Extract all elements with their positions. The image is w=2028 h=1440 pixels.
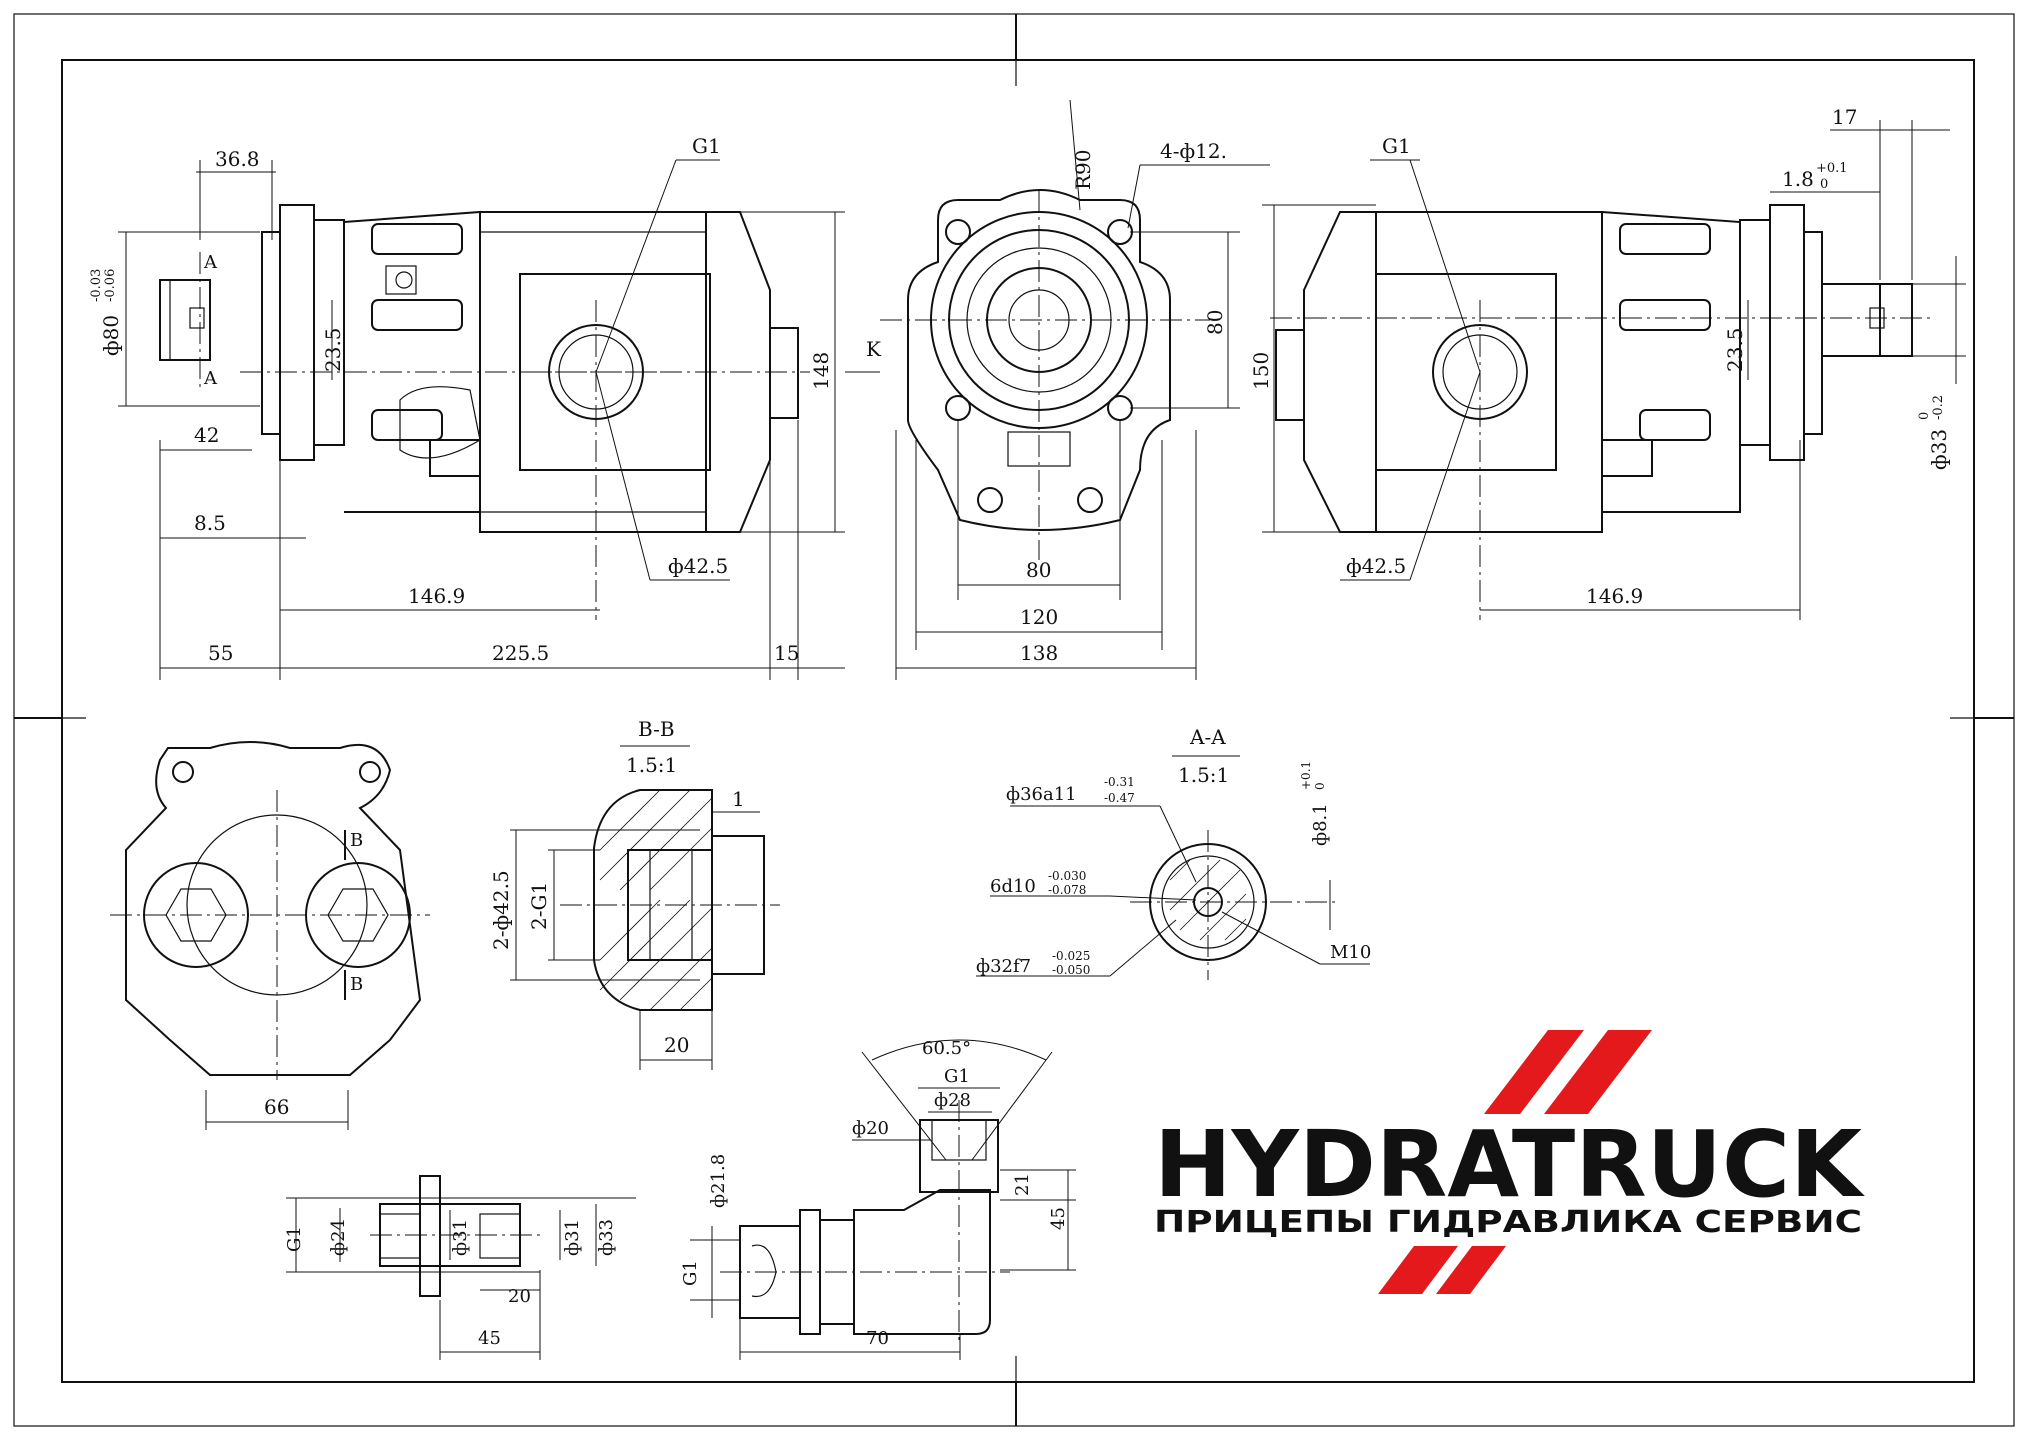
dim-2-phi42-5: 2-ф42.5 <box>489 870 513 950</box>
arrow-k-label: K <box>866 337 882 361</box>
dim-66: 66 <box>264 1095 289 1119</box>
dim-1-8-tol-lower: 0 <box>1820 177 1828 192</box>
dim-phi33-nipple: ф33 <box>596 1219 617 1256</box>
label-g1-right: G1 <box>1382 134 1411 158</box>
section-mark-b-bottom: B <box>350 974 363 995</box>
dim-80-vertical: 80 <box>1203 310 1227 335</box>
dim-36-8: 36.8 <box>215 147 260 171</box>
dim-15: 15 <box>774 641 799 665</box>
dim-148: 148 <box>809 352 833 390</box>
section-bb-scale: 1.5:1 <box>626 753 677 777</box>
dim-phi8-1: ф8.1 <box>1310 803 1331 846</box>
dim-45-elbow: 45 <box>1048 1207 1069 1230</box>
logo-stripe-top-1 <box>1484 1030 1584 1114</box>
dim-146-9-left: 146.9 <box>408 584 465 608</box>
brand-tagline: ПРИЦЕПЫ ГИДРАВЛИКА СЕРВИС <box>1154 1205 1862 1240</box>
section-bb-title: B-B <box>638 717 675 741</box>
dim-1-8-tol-upper: +0.1 <box>1816 161 1848 176</box>
dim-phi8-1-tol-upper: +0.1 <box>1299 761 1313 790</box>
dim-1-8: 1.8 <box>1782 167 1814 191</box>
nipple-fitting-view: G1 ф24 ф31 ф31 ф33 20 45 <box>284 1175 636 1360</box>
dim-phi31-b: ф31 <box>562 1219 583 1256</box>
dim-150: 150 <box>1249 352 1273 390</box>
dim-phi31-a: ф31 <box>450 1219 471 1256</box>
dim-phi20: ф20 <box>852 1118 889 1139</box>
dim-phi32-tol-upper: -0.025 <box>1052 949 1090 963</box>
dim-phi36-tol-upper: -0.31 <box>1104 775 1135 789</box>
section-aa-title: A-A <box>1189 725 1226 749</box>
dim-phi80-tol-lower: -0.06 <box>103 269 118 302</box>
dim-21: 21 <box>1012 1173 1033 1196</box>
dim-g1-nipple: G1 <box>284 1226 305 1252</box>
dim-42: 42 <box>194 423 219 447</box>
dim-2-g1: 2-G1 <box>527 882 551 930</box>
dim-6d10: 6d10 <box>990 876 1036 897</box>
dim-225-5: 225.5 <box>492 641 549 665</box>
dim-phi32f7: ф32f7 <box>976 956 1031 977</box>
dim-146-9-right: 146.9 <box>1586 584 1643 608</box>
dim-8-5: 8.5 <box>194 511 226 535</box>
dim-phi28: ф28 <box>934 1090 971 1111</box>
pump-side-view-left: 36.8 ф80 -0.03 -0.06 A A 23.5 42 8.5 146… <box>89 134 882 680</box>
dim-phi80: ф80 <box>99 315 123 356</box>
dim-4-phi12: 4-ф12. <box>1160 139 1227 163</box>
dim-23-5-right: 23.5 <box>1723 327 1747 372</box>
elbow-fitting-view: 60.5° G1 ф28 ф20 ф21.8 21 45 G1 70 <box>680 1038 1076 1360</box>
section-aa-view: A-A 1.5:1 ф36a11 -0.31 -0.47 6d10 -0.030… <box>976 725 1371 980</box>
dim-phi33: ф33 <box>1927 429 1951 470</box>
dim-phi42-5-left: ф42.5 <box>668 554 728 578</box>
dim-70: 70 <box>866 1328 889 1349</box>
dim-45-nipple: 45 <box>478 1328 501 1349</box>
pump-side-view-right: G1 17 1.8 +0.1 0 ф33 0 -0.2 23.5 150 ф42… <box>1249 105 1966 620</box>
section-mark-a-bottom: A <box>203 368 218 389</box>
dim-phi33-tol-upper: 0 <box>1917 412 1932 420</box>
label-g1-left: G1 <box>692 134 721 158</box>
logo-stripe-bottom-1 <box>1378 1246 1458 1294</box>
dim-phi36a11: ф36a11 <box>1006 784 1077 805</box>
dim-20-nipple: 20 <box>508 1286 531 1307</box>
section-mark-a-top: A <box>203 252 218 273</box>
dim-g1-elbow-top: G1 <box>944 1066 970 1087</box>
logo-stripe-bottom-2 <box>1436 1246 1506 1294</box>
dim-phi21-8: ф21.8 <box>708 1154 729 1208</box>
dim-60-5-deg: 60.5° <box>922 1038 971 1059</box>
dim-m10: M10 <box>1330 942 1371 963</box>
dim-17: 17 <box>1832 105 1857 129</box>
logo-stripe-top-2 <box>1544 1030 1652 1114</box>
hydratruck-logo: HYDRATRUCK ПРИЦЕПЫ ГИДРАВЛИКА СЕРВИС <box>1154 1030 1866 1294</box>
dim-1: 1 <box>732 787 745 811</box>
port-flange-view: B B 66 <box>110 741 430 1130</box>
brand-name: HYDRATRUCK <box>1154 1111 1866 1218</box>
dim-phi80-tol-upper: -0.03 <box>89 269 104 302</box>
dim-phi33-tol-lower: -0.2 <box>1931 395 1946 420</box>
dim-20-bb: 20 <box>664 1033 689 1057</box>
dim-r90: R90 <box>1071 149 1095 190</box>
dim-phi8-1-tol-lower: 0 <box>1313 782 1327 790</box>
drawing-frame <box>13 13 2015 1427</box>
pump-front-view: R90 4-ф12. 80 80 120 138 <box>880 99 1270 680</box>
dim-80-horizontal: 80 <box>1026 558 1051 582</box>
dim-g1-elbow-side: G1 <box>680 1260 701 1286</box>
dim-120: 120 <box>1020 605 1058 629</box>
dim-phi24: ф24 <box>328 1219 349 1256</box>
dim-6d10-tol-upper: -0.030 <box>1048 869 1086 883</box>
dim-6d10-tol-lower: -0.078 <box>1048 883 1086 897</box>
dim-phi42-5-right: ф42.5 <box>1346 554 1406 578</box>
dim-138: 138 <box>1020 641 1058 665</box>
section-aa-scale: 1.5:1 <box>1178 763 1229 787</box>
dim-phi32-tol-lower: -0.050 <box>1052 963 1090 977</box>
dim-55: 55 <box>208 641 233 665</box>
section-bb-view: B-B 1.5:1 1 2-ф42.5 2-G1 20 <box>489 717 780 1070</box>
dim-phi36-tol-lower: -0.47 <box>1104 791 1135 805</box>
dim-23-5-left: 23.5 <box>321 327 345 372</box>
section-mark-b-top: B <box>350 830 363 851</box>
